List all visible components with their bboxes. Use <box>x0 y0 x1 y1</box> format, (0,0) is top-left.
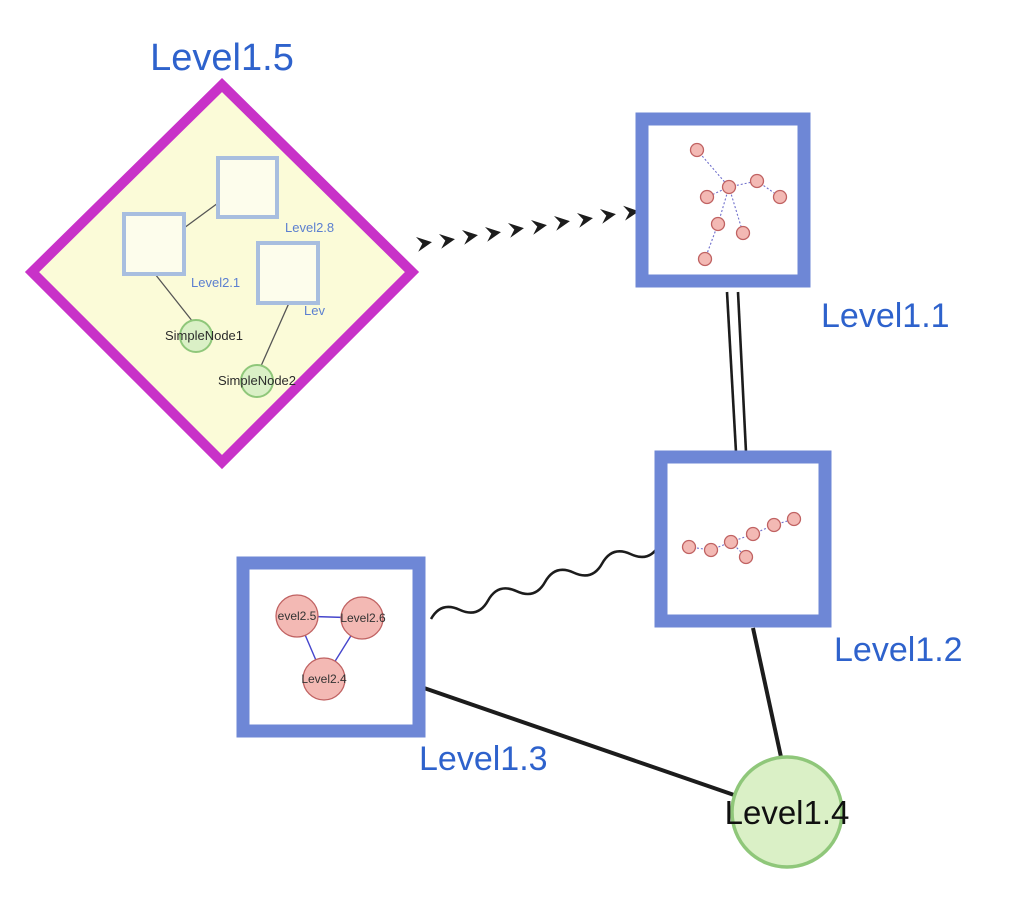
edge-level13-to-level12-wavy[interactable] <box>429 538 662 625</box>
mini-node[interactable] <box>735 225 751 241</box>
mini-node[interactable] <box>721 179 737 195</box>
mini-edge <box>696 149 730 188</box>
inner-square-top[interactable] <box>216 156 279 219</box>
simplenode1-label: SimpleNode1 <box>165 328 243 343</box>
level2-5-label: evel2.5 <box>278 609 317 623</box>
level2-4-label: Level2.4 <box>301 672 347 686</box>
mini-node[interactable] <box>703 542 719 558</box>
level1-2-box[interactable] <box>654 450 832 628</box>
mini-node[interactable] <box>710 216 726 232</box>
level2-6-circle[interactable] <box>340 596 384 640</box>
level1-4-label: Level1.4 <box>725 794 850 831</box>
level2-4-circle[interactable] <box>302 657 346 701</box>
inner-square-right-label: Lev <box>304 303 325 318</box>
level1-3-box[interactable] <box>236 556 426 738</box>
level1-3-label: Level1.3 <box>419 740 548 778</box>
mini-node[interactable] <box>749 173 765 189</box>
level1-1-label: Level1.1 <box>821 297 950 335</box>
inner-square-right[interactable] <box>256 241 320 305</box>
mini-node[interactable] <box>772 189 788 205</box>
level1-2-label: Level1.2 <box>834 631 963 669</box>
node-level1-3[interactable]: evel2.5 Level2.6 Level2.4 <box>236 556 426 738</box>
inner-edge-square-right-to-simplenode2[interactable] <box>260 302 290 367</box>
mini-node[interactable] <box>745 526 761 542</box>
node-level1-4[interactable]: Level1.4 <box>725 755 850 869</box>
mini-edge <box>728 186 744 234</box>
simplenode2-circle[interactable] <box>240 364 274 398</box>
node-level1-5-group[interactable]: Level2.8 Level2.1 Lev SimpleNode1 Simple… <box>24 77 420 470</box>
node-level1-2[interactable] <box>654 450 832 628</box>
mini-node[interactable] <box>699 189 715 205</box>
mini-node[interactable] <box>786 511 802 527</box>
level1-4-circle[interactable] <box>730 755 844 869</box>
diamond-shape[interactable] <box>24 77 420 470</box>
inner-square-left[interactable] <box>122 212 186 276</box>
mini-node[interactable] <box>738 549 754 565</box>
level2-6-label: Level2.6 <box>340 611 386 625</box>
edge-level13-to-level14[interactable] <box>423 686 738 798</box>
inner-square-top-label: Level2.8 <box>285 220 334 235</box>
level2-5-circle[interactable] <box>275 594 319 638</box>
inner-edge-square-left-to-simplenode1[interactable] <box>154 273 194 323</box>
edge-level15-to-level11-dashed-arrow[interactable] <box>403 205 639 252</box>
node-level1-1[interactable] <box>635 112 811 288</box>
inner-edge-square-top-to-square-left[interactable] <box>183 202 219 229</box>
edge-level11-to-level12-line-a[interactable] <box>725 291 738 453</box>
mini-node[interactable] <box>723 534 739 550</box>
mini-node[interactable] <box>766 517 782 533</box>
level1-5-label: Level1.5 <box>150 37 294 79</box>
simplenode2-label: SimpleNode2 <box>218 373 296 388</box>
edge-level11-to-level12-line-b[interactable] <box>736 291 748 453</box>
mini-node[interactable] <box>689 142 705 158</box>
inner-square-left-label: Level2.1 <box>191 275 240 290</box>
mini-node[interactable] <box>681 539 697 555</box>
simplenode1-circle[interactable] <box>179 319 213 353</box>
edge-level12-to-level14[interactable] <box>751 627 783 758</box>
mini-node[interactable] <box>697 251 713 267</box>
